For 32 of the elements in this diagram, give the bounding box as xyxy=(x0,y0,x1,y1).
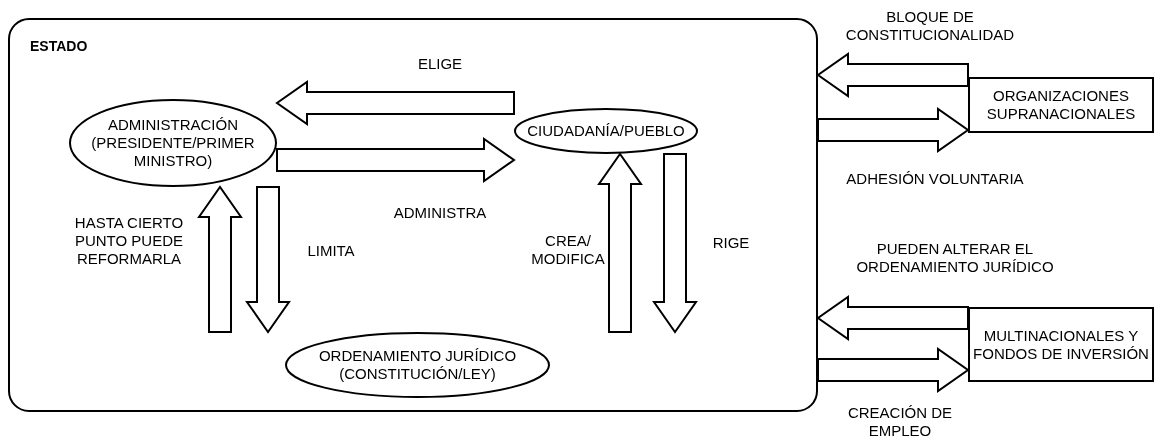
block-arrow xyxy=(817,347,970,393)
edge-label: BLOQUE DE CONSTITUCIONALIDAD xyxy=(844,8,1016,44)
ellipse-node xyxy=(69,99,277,187)
edge-label: ELIGE xyxy=(416,55,464,73)
block-arrow xyxy=(276,137,516,183)
edge-label: ADHESIÓN VOLUNTARIA xyxy=(845,170,1025,188)
process-box xyxy=(968,307,1154,382)
edge-label: CREACIÓN DE EMPLEO xyxy=(846,404,954,440)
edge-label: LIMITA xyxy=(306,242,356,260)
state-container xyxy=(8,18,818,412)
edge-label: HASTA CIERTO PUNTO PUEDE REFORMARLA xyxy=(73,214,185,268)
block-arrow xyxy=(816,52,969,98)
edge-label: RIGE xyxy=(711,234,751,252)
ellipse-node xyxy=(514,108,698,154)
block-arrow xyxy=(197,185,243,333)
node-label: ADMINISTRACIÓN (PRESIDENTE/PRIMER MINISTRO) xyxy=(90,116,256,170)
block-arrow xyxy=(275,80,515,126)
block-arrow xyxy=(597,152,643,333)
block-arrow xyxy=(816,295,969,341)
edge-label: CREA/ MODIFICA xyxy=(530,232,606,268)
block-arrow xyxy=(652,153,698,334)
container-title: ESTADO xyxy=(30,38,88,54)
node-label: MULTINACIONALES Y FONDOS DE INVERSIÓN xyxy=(972,326,1150,363)
block-arrow xyxy=(817,107,970,153)
block-arrow xyxy=(245,186,291,334)
node-label: ORDENAMIENTO JURÍDICO (CONSTITUCIÓN/LEY) xyxy=(317,347,518,383)
edge-label: ADMINISTRA xyxy=(392,204,488,222)
process-box xyxy=(968,77,1154,133)
edge-label: PUEDEN ALTERAR EL ORDENAMIENTO JURÍDICO xyxy=(855,240,1055,276)
ellipse-node xyxy=(285,332,550,398)
node-label: ORGANIZACIONES SUPRANACIONALES xyxy=(985,87,1137,123)
node-label: CIUDADANÍA/PUEBLO xyxy=(527,122,685,140)
